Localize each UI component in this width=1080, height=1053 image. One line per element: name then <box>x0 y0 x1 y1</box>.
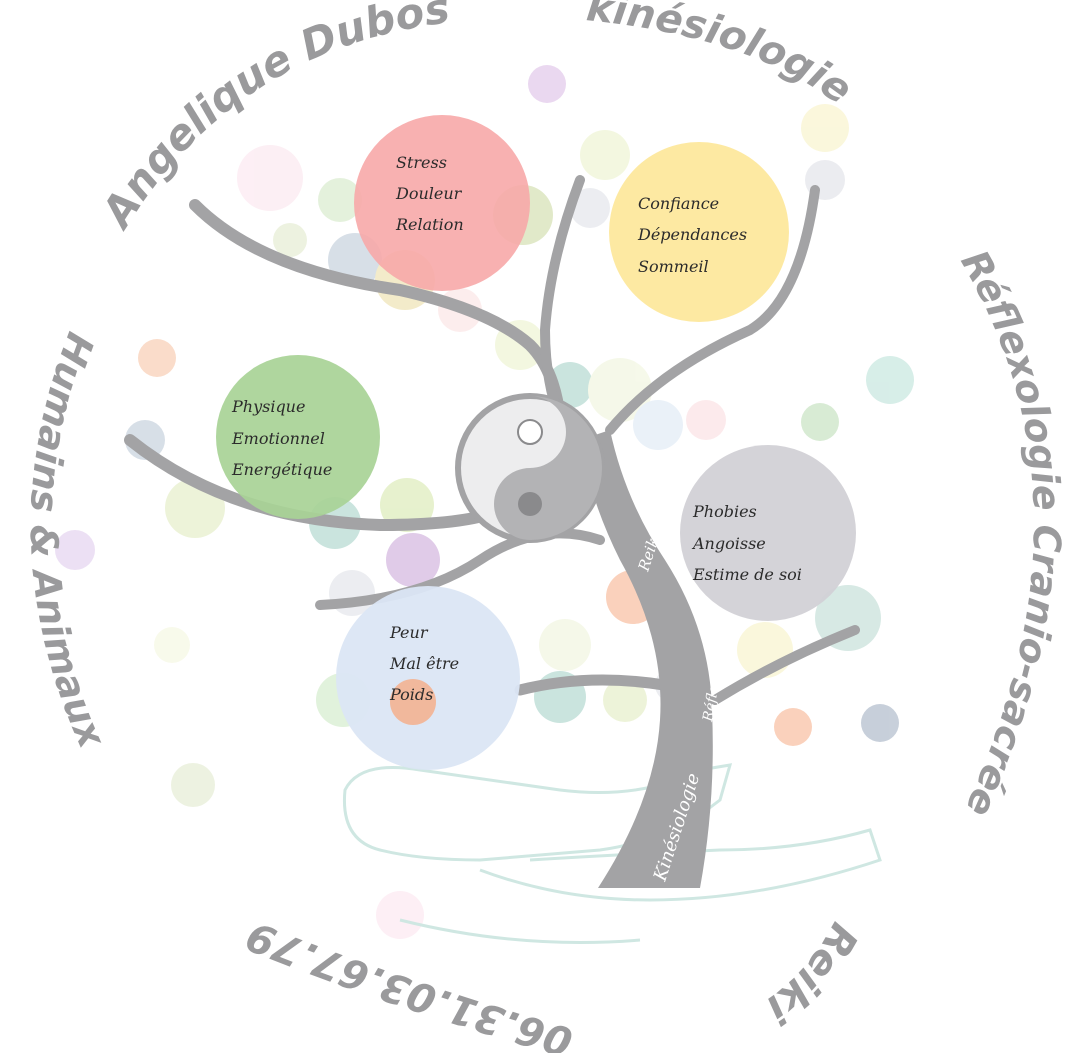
circle-confiance: Confiance Dépendances Sommeil <box>609 142 789 322</box>
arc-kinesiologie-path: kinésiologie <box>584 0 860 113</box>
circle-confiance-line-3: Sommeil <box>638 257 709 276</box>
arc-reflexologie: Réflexologie Cranio-sacrée <box>952 243 1069 824</box>
circle-peur-line-3: Poids <box>389 685 433 704</box>
circle-physique-line-3: Energétique <box>231 460 332 479</box>
circle-physique: Physique Emotionnel Energétique <box>216 355 380 519</box>
circle-phobies-line-1: Phobies <box>692 502 757 521</box>
circle-confiance-line-1: Confiance <box>638 194 719 213</box>
circle-confiance-line-2: Dépendances <box>637 225 747 244</box>
circle-phobies-line-2: Angoisse <box>691 534 766 553</box>
circle-phobies-line-3: Estime de soi <box>692 565 802 584</box>
circle-physique-line-2: Emotionnel <box>231 429 325 448</box>
arc-reiki-path: Reiki <box>757 915 867 1032</box>
arc-reiki: Reiki <box>757 915 867 1032</box>
tree-trunk <box>580 430 713 888</box>
arc-kinesiologie: kinésiologie <box>584 0 860 113</box>
circle-stress-line-3: Relation <box>395 215 464 234</box>
circle-stress: Stress Douleur Relation <box>354 115 530 291</box>
yin-yang-emblem <box>455 393 605 543</box>
circle-stress-line-1: Stress <box>396 153 447 172</box>
circle-peur-line-1: Peur <box>389 623 429 642</box>
circle-physique-line-1: Physique <box>231 397 305 416</box>
circle-peur: Peur Mal être Poids <box>336 586 520 770</box>
hands-outline <box>342 763 882 944</box>
circle-phobies: Phobies Angoisse Estime de soi <box>680 445 856 621</box>
circle-stress-line-2: Douleur <box>395 184 463 203</box>
circle-peur-line-2: Mal être <box>389 654 459 673</box>
arc-reflexologie-path: Réflexologie Cranio-sacrée <box>952 243 1069 824</box>
